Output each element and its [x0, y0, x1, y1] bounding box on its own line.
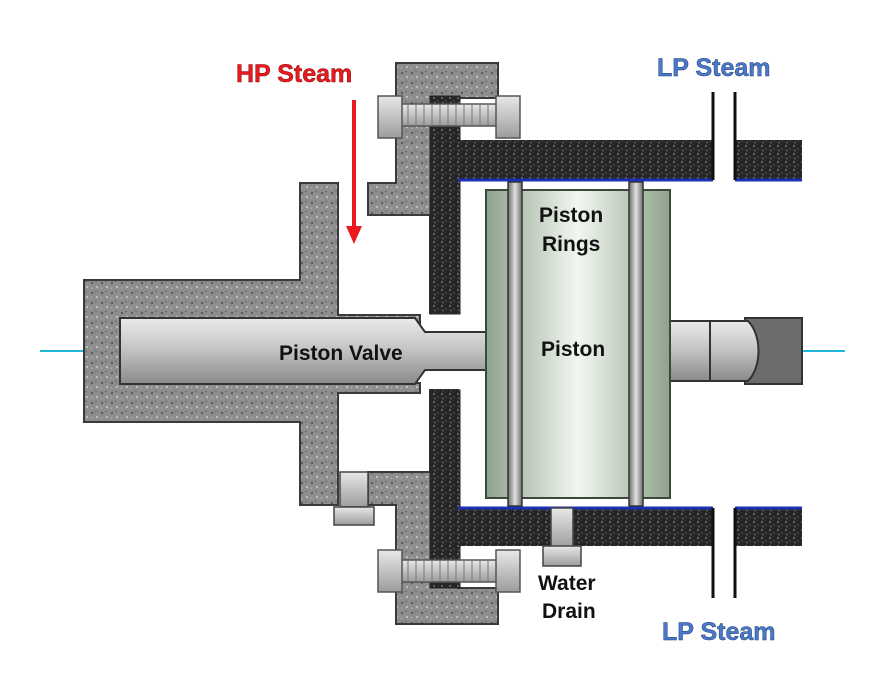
lp-steam-label-top: LP Steam [657, 54, 770, 82]
bottom-gasket [429, 389, 461, 589]
top-bolt-threads [407, 104, 489, 126]
hp-steam-arrow-head [346, 226, 362, 244]
water-drain-plug-body [550, 507, 574, 549]
piston-ring-left [507, 181, 523, 507]
water-drain-label-line1: Water [538, 572, 596, 595]
piston-rod-cap [709, 320, 760, 382]
hp-steam-label: HP Steam [236, 60, 352, 88]
cylinder-wall-top-left [458, 140, 713, 180]
piston-rings-label-line1: Piston [539, 204, 603, 227]
bottom-bolt-head-left [377, 549, 403, 593]
bottom-bolt-shaft [399, 559, 501, 583]
cylinder-wall-top-right [735, 140, 802, 180]
water-drain-label-line2: Drain [542, 600, 596, 623]
cylinder-wall-bottom-right [735, 508, 802, 546]
piston-rings-label-line2: Rings [542, 233, 600, 256]
top-bolt-shaft [399, 103, 501, 127]
cylinder-wall-bottom-left [458, 508, 713, 546]
water-drain-plug-head [542, 545, 582, 567]
bottom-bolt-head-right [495, 549, 521, 593]
drain-plug-left-head [333, 506, 375, 526]
top-bolt-head-right [495, 95, 521, 139]
top-gasket [429, 95, 461, 315]
bottom-bolt-threads [407, 560, 489, 582]
lp-steam-label-bottom: LP Steam [662, 618, 775, 646]
piston-ring-right [628, 181, 644, 507]
piston-valve-label: Piston Valve [279, 342, 403, 365]
piston-label: Piston [541, 338, 605, 361]
top-bolt-head-left [377, 95, 403, 139]
drain-plug-left-body [339, 471, 369, 508]
